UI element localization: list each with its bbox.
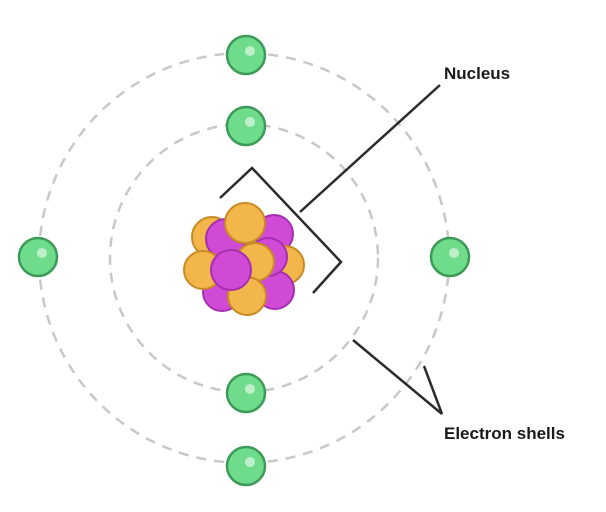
electron [225, 105, 267, 147]
electron [225, 445, 267, 487]
electrons [17, 34, 471, 487]
electron [225, 372, 267, 414]
outer-shell-leader [352, 339, 443, 415]
neutron [224, 202, 266, 244]
electron [225, 34, 267, 76]
nucleus-bracket [219, 166, 343, 294]
leader-lines [219, 84, 444, 415]
nucleus-leader [299, 84, 441, 213]
inner-shell-leader [422, 365, 444, 415]
nucleus [183, 202, 305, 316]
proton [210, 249, 252, 291]
electron [429, 236, 471, 278]
electron [17, 236, 59, 278]
electron-shells-label: Electron shells [444, 424, 565, 443]
nucleus-label: Nucleus [444, 64, 510, 83]
